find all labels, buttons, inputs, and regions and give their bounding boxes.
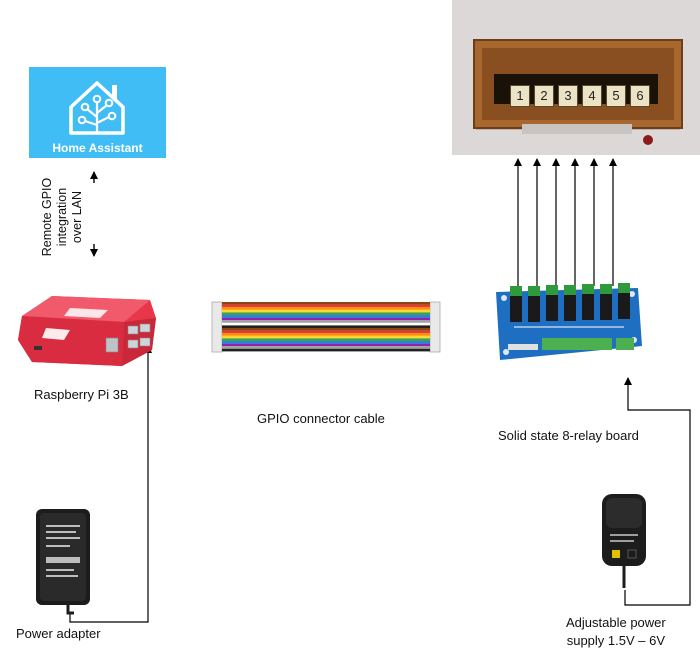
home-assistant-logo-text: Home Assistant (52, 141, 143, 155)
indicator-box-image (473, 39, 683, 145)
relay-output-arrows (514, 158, 617, 286)
indicator-digit: 6 (630, 85, 650, 107)
adjustable-power-supply-image (602, 494, 646, 588)
relay-board-label: Solid state 8-relay board (498, 428, 639, 443)
arrow-power-to-pi (69, 345, 152, 623)
relay-board-image (496, 283, 642, 360)
indicator-digit: 3 (558, 85, 578, 107)
remote-gpio-label: Remote GPIO integration over LAN (40, 172, 98, 262)
indicator-digit: 4 (582, 85, 602, 107)
gpio-ribbon-cable-image (211, 301, 441, 353)
adjustable-power-line2: supply 1.5V – 6V (566, 633, 666, 648)
home-icon (69, 81, 125, 135)
power-adapter-label: Power adapter (16, 626, 101, 641)
power-adapter-image (36, 509, 90, 615)
adjustable-power-label: Adjustable power supply 1.5V – 6V (566, 614, 666, 650)
indicator-digit: 2 (534, 85, 554, 107)
indicator-box-photo: 1 2 3 4 5 6 (452, 0, 700, 155)
raspberry-pi-label: Raspberry Pi 3B (34, 387, 129, 402)
gpio-cable-label: GPIO connector cable (257, 411, 385, 426)
arrow-supply-to-relay (624, 377, 691, 606)
indicator-digit: 1 (510, 85, 530, 107)
home-assistant-logo: Home Assistant (29, 67, 166, 158)
remote-gpio-line2: integration (55, 187, 69, 247)
remote-gpio-line3: over LAN (70, 190, 84, 244)
raspberry-pi-image (18, 296, 156, 366)
indicator-digit-row: 1 2 3 4 5 6 (510, 85, 650, 107)
indicator-digit: 5 (606, 85, 626, 107)
adjustable-power-line1: Adjustable power (566, 615, 666, 630)
remote-gpio-line1: Remote GPIO (40, 177, 54, 257)
